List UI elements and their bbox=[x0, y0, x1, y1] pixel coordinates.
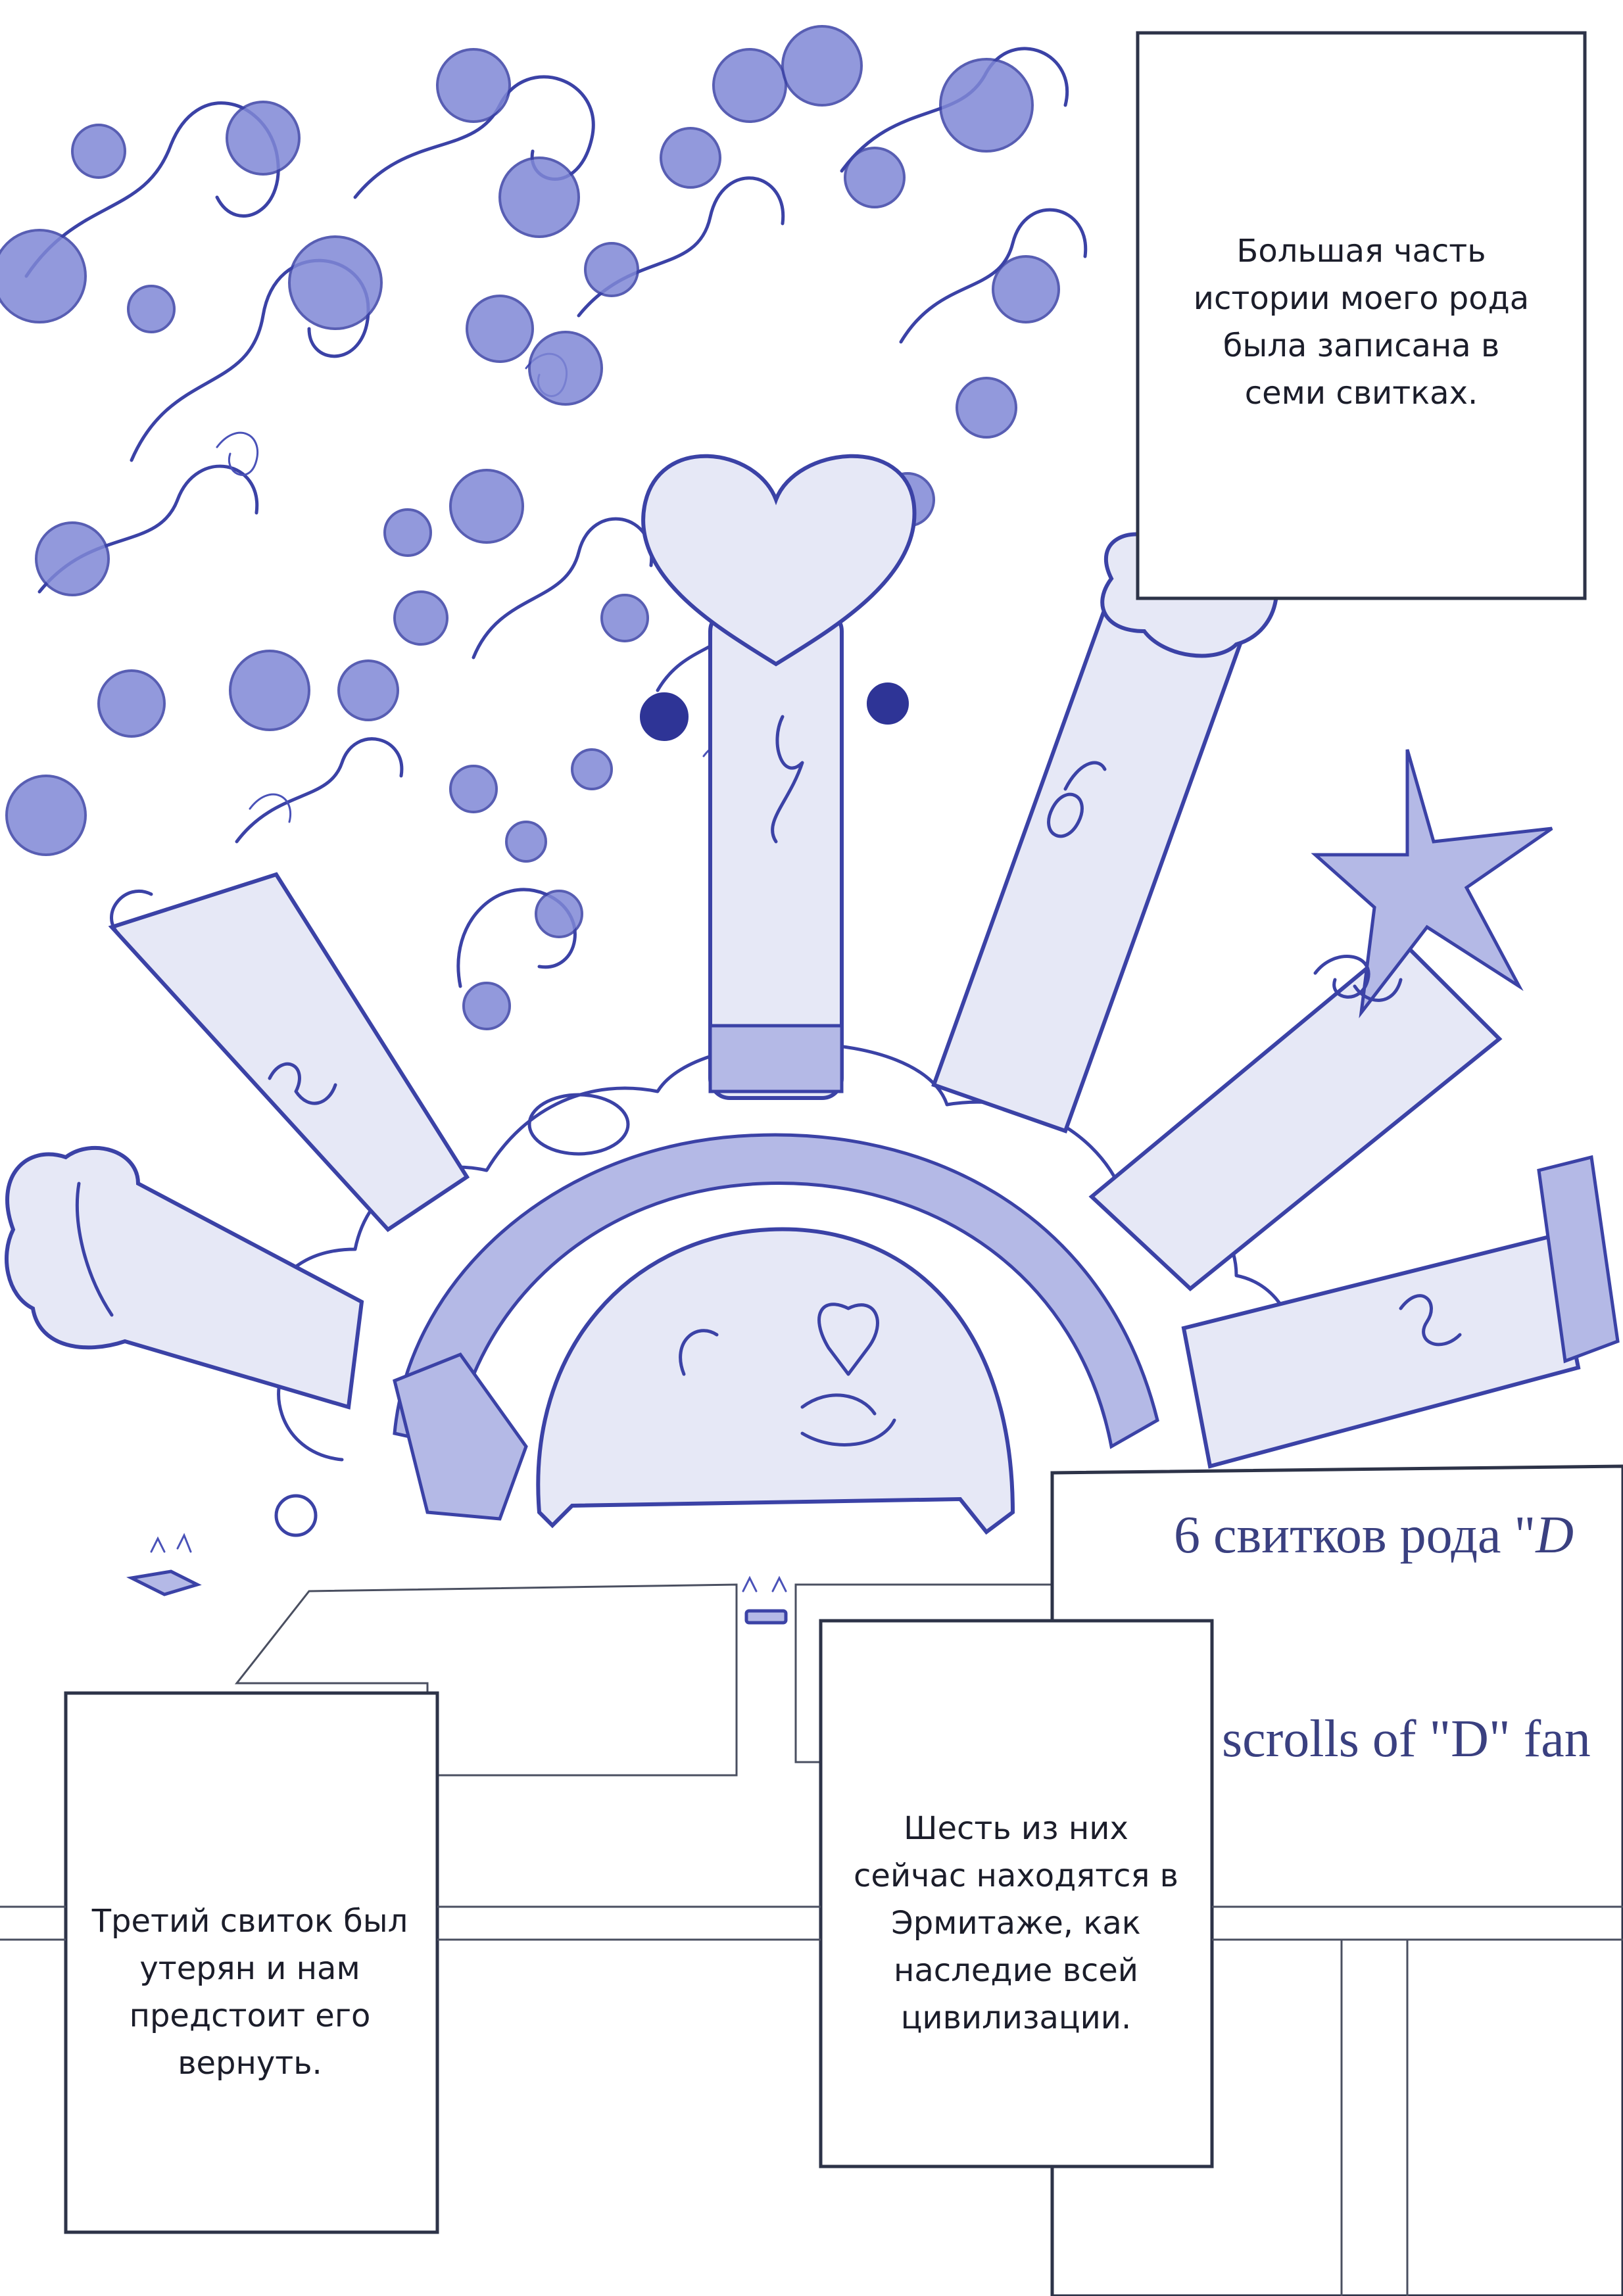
caption-bottom-left-text: Третий свиток был утерян и нам предстоит… bbox=[91, 1903, 408, 2082]
caption-bottom-middle-text: Шесть из них сейчас находятся в Эрмитаже… bbox=[854, 1810, 1178, 2036]
scroll-2 bbox=[931, 518, 1279, 1134]
title-russian-italic: D bbox=[1536, 1506, 1574, 1564]
small-doodles bbox=[126, 1533, 788, 1625]
scroll-6-broken bbox=[5, 1146, 528, 1521]
title-russian: 6 свитков рода "D bbox=[1174, 1506, 1574, 1565]
caption-bottom-middle: Шесть из них сейчас находятся в Эрмитаже… bbox=[822, 1775, 1210, 2071]
scroll-5 bbox=[108, 872, 470, 1232]
caption-top-right-text: Большая часть истории моего рода была за… bbox=[1193, 233, 1530, 412]
title-russian-prefix: 6 свитков рода " bbox=[1174, 1506, 1536, 1564]
scroll-1-heart bbox=[641, 454, 917, 1100]
scroll-4 bbox=[1181, 1155, 1620, 1469]
comic-panels bbox=[0, 31, 1623, 2296]
title-english: scrolls of "D" fan bbox=[1222, 1710, 1591, 1768]
decorative-circles bbox=[0, 25, 1060, 1030]
caption-top-right: Большая часть истории моего рода была за… bbox=[1144, 197, 1578, 447]
scroll-3-star bbox=[1088, 749, 1553, 1291]
caption-bottom-left: Третий свиток был утерян и нам предстоит… bbox=[66, 1874, 434, 2111]
